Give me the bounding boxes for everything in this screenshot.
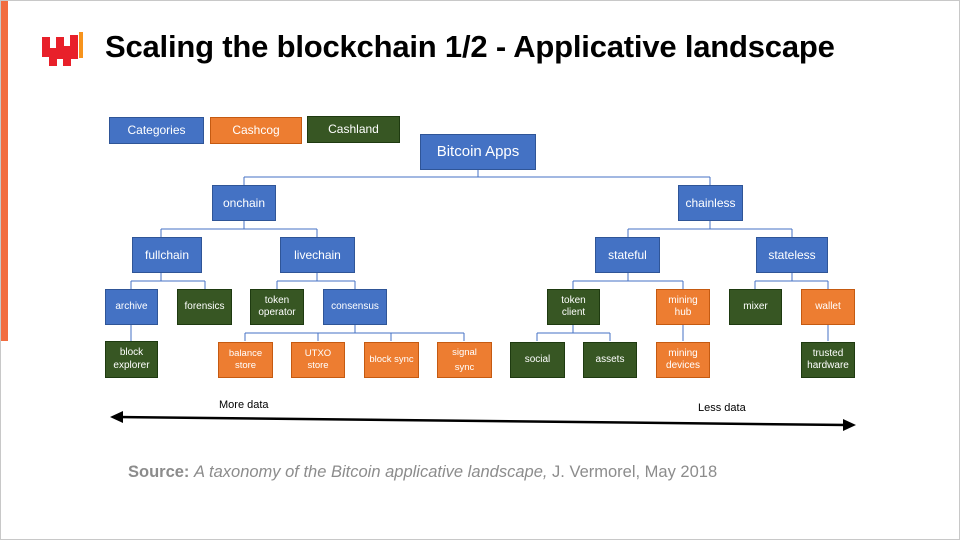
- node-livechain: livechain: [280, 237, 355, 273]
- page-title: Scaling the blockchain 1/2 - Applicative…: [105, 29, 835, 64]
- node-block-explorer: block explorer: [105, 341, 158, 378]
- node-trusted-hardware-line1: trusted: [812, 347, 844, 359]
- node-balance-store-line1: balance: [228, 348, 263, 360]
- node-balance-store-line2: store: [234, 360, 257, 371]
- legend-cashcog: Cashcog: [210, 117, 302, 144]
- double-headed-arrow-icon: [110, 411, 856, 431]
- node-token-operator: token operator: [250, 289, 304, 325]
- node-block-explorer-line1: block: [119, 347, 144, 358]
- node-utxo-store-line2: store: [307, 360, 329, 371]
- node-mining-hub-line1: mining: [668, 294, 698, 306]
- legend-cashland: Cashland: [307, 116, 400, 143]
- node-archive: archive: [105, 289, 158, 325]
- node-social: social: [510, 342, 565, 378]
- node-mining-devices-line1: mining: [668, 347, 698, 359]
- node-wallet: wallet: [801, 289, 855, 325]
- node-mining-devices: mining devices: [656, 342, 710, 378]
- node-mixer: mixer: [729, 289, 782, 325]
- legend-categories: Categories: [109, 117, 204, 144]
- node-fullchain: fullchain: [132, 237, 202, 273]
- node-block-explorer-line2: explorer: [113, 359, 150, 371]
- node-stateless: stateless: [756, 237, 828, 273]
- source-work-title: A taxonomy of the Bitcoin applicative la…: [194, 463, 548, 481]
- node-onchain: onchain: [212, 185, 276, 221]
- node-consensus: consensus: [323, 289, 387, 325]
- node-balance-store: balance store: [218, 342, 273, 378]
- node-trusted-hardware: trusted hardware: [801, 342, 855, 378]
- node-stateful: stateful: [595, 237, 660, 273]
- node-mining-devices-line2: devices: [666, 360, 700, 371]
- node-token-client-line2: client: [561, 307, 586, 318]
- accent-bar: [1, 1, 8, 341]
- node-signal-sync-line2: sync: [454, 361, 475, 373]
- node-mining-hub: mining hub: [656, 289, 710, 325]
- node-token-operator-line1: token: [264, 294, 290, 306]
- node-bitcoin-apps: Bitcoin Apps: [420, 134, 536, 170]
- node-utxo-store-line1: UTXO: [304, 348, 332, 360]
- lokad-logo-icon: [42, 32, 83, 66]
- node-block-sync: block sync: [364, 342, 419, 378]
- source-citation: Source: A taxonomy of the Bitcoin applic…: [128, 463, 717, 482]
- node-forensics: forensics: [177, 289, 232, 325]
- node-trusted-hardware-line2: hardware: [807, 360, 849, 371]
- less-data-label: Less data: [698, 402, 746, 414]
- node-mining-hub-line2: hub: [674, 307, 692, 318]
- source-author-date: J. Vermorel, May 2018: [547, 463, 718, 481]
- source-prefix: Source:: [128, 463, 190, 481]
- more-data-label: More data: [219, 399, 269, 411]
- node-signal-sync: signal sync: [437, 342, 492, 378]
- node-token-client-line1: token: [561, 294, 586, 306]
- node-signal-sync-line1: signal: [452, 346, 477, 358]
- node-utxo-store: UTXO store: [291, 342, 345, 378]
- node-token-operator-line2: operator: [258, 307, 296, 318]
- node-assets: assets: [583, 342, 637, 378]
- node-token-client: token client: [547, 289, 600, 325]
- node-chainless: chainless: [678, 185, 743, 221]
